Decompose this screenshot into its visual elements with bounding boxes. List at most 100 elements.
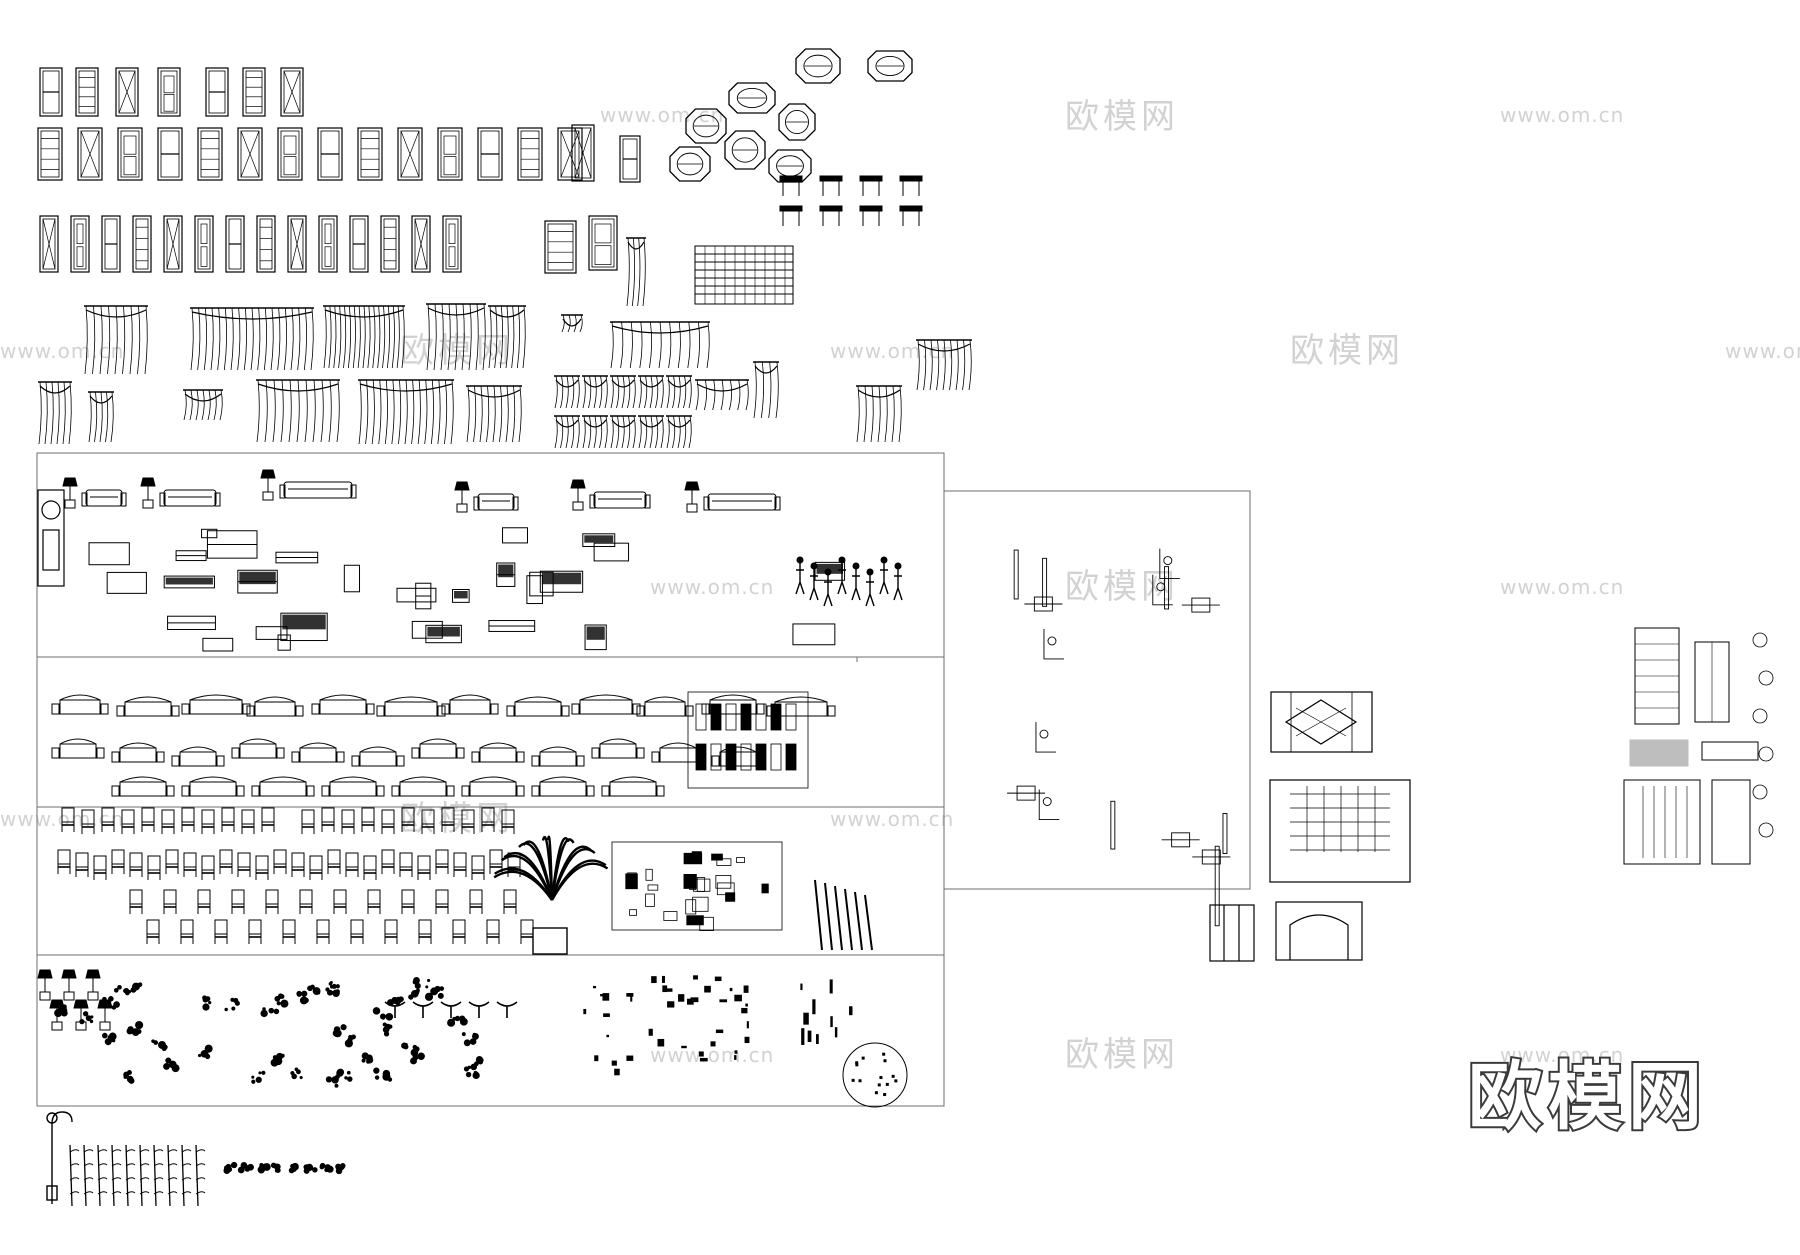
furniture-symbol [584, 624, 607, 651]
decorative-octagon-frames [669, 48, 923, 226]
lamp-symbol [684, 481, 700, 513]
lamp-symbol [85, 969, 101, 1001]
small-table-symbol [859, 205, 883, 226]
chair-symbol [435, 889, 449, 914]
detail-callout-circle [1752, 784, 1768, 800]
decor-plant-symbol [424, 985, 445, 1001]
chair-symbol [435, 849, 449, 874]
elevation-folding-screen [1209, 904, 1255, 962]
watermark-layer: www.om.cn 欧模网 www.om.cn www.om.cn 欧模网 ww… [0, 97, 1800, 1075]
animal-skull-symbol [496, 1001, 518, 1018]
detail-callout-circle [1758, 746, 1774, 762]
detail-section-symbol [1007, 785, 1046, 801]
door-symbol [132, 215, 152, 273]
chair-symbol [231, 889, 245, 914]
detail-section-symbol [1024, 596, 1063, 612]
door-symbol [225, 215, 245, 273]
decor-plant-symbol [101, 1032, 117, 1046]
small-ornament-symbol [734, 1050, 738, 1054]
watermark-url: www.om.cn [650, 1043, 774, 1067]
curtain-symbol [626, 237, 646, 307]
small-ornament-symbol [829, 979, 833, 994]
decor-plant-symbol [461, 1032, 479, 1047]
small-ornament-symbol [648, 1028, 653, 1036]
lamp-symbol [140, 477, 156, 509]
bed-symbol [51, 738, 105, 759]
furniture-symbol [343, 564, 361, 593]
decor-plant-symbol [79, 1011, 94, 1025]
chair-symbol [221, 807, 235, 832]
detail-section-symbol [1159, 548, 1180, 580]
chair-symbol [327, 849, 341, 874]
lamp-symbol [37, 969, 53, 1001]
chair-symbol [453, 852, 467, 877]
door-symbol [163, 215, 183, 273]
furniture-symbol [275, 551, 319, 564]
small-ornament-symbol [714, 976, 722, 982]
door-symbol [317, 127, 343, 181]
chair-symbol [333, 889, 347, 914]
chair-symbol [401, 807, 415, 832]
door-symbol [115, 67, 139, 117]
bed-symbol [51, 694, 109, 715]
furniture-symbol [502, 527, 528, 544]
small-ornament-symbol [592, 985, 597, 989]
chair-symbol [299, 889, 313, 914]
curtain-symbol [256, 379, 340, 443]
person-figure-symbol [795, 556, 805, 595]
chair-symbol [341, 809, 355, 834]
small-ornament-symbol [851, 1078, 855, 1082]
curtain-symbol [695, 379, 749, 411]
elevation-tv-wall [1270, 691, 1373, 753]
curtain-symbol [358, 379, 454, 445]
decor-plant-symbol [361, 1052, 374, 1064]
chair-symbol [452, 919, 466, 944]
detail-section-symbol [1038, 789, 1060, 820]
bed-symbol [391, 776, 455, 797]
large-palm-plant-symbol [493, 835, 609, 955]
decor-plant-symbol [386, 996, 404, 1007]
furniture-symbol [792, 623, 836, 646]
bed-symbol [531, 746, 585, 767]
curtain-symbol [183, 389, 223, 421]
small-ornament-symbol [715, 1029, 724, 1034]
animal-skull-symbol [384, 1001, 406, 1018]
small-ornament-symbol [874, 1091, 878, 1095]
chair-symbol [417, 855, 431, 880]
curtain-symbol [582, 415, 608, 449]
watermark-site: 欧模网 [1065, 567, 1179, 607]
cabinet-elevation [1623, 739, 1759, 865]
door-symbol [39, 215, 59, 273]
bed-symbol [116, 696, 180, 717]
construction-detail-symbols [1007, 548, 1231, 927]
chair-symbol [291, 852, 305, 877]
octagon-frame [795, 48, 841, 84]
chair-symbol [197, 889, 211, 914]
detail-panel-frame [943, 490, 1251, 890]
decor-plant-symbol [408, 988, 420, 1000]
furniture-symbol [452, 588, 470, 603]
small-ornament-symbol [882, 1052, 886, 1056]
cabinet-elevation-drawings [1623, 627, 1774, 865]
chair-symbol [363, 855, 377, 880]
detail-callout-circle [1758, 822, 1774, 838]
chair-symbol [381, 849, 395, 874]
small-table-symbol [819, 175, 843, 196]
bed-symbol [571, 694, 641, 715]
person-figure-symbol [837, 556, 847, 595]
door-symbol [101, 215, 121, 273]
detail-section-symbol [1222, 813, 1228, 855]
sofa-symbol [589, 491, 651, 509]
watermark-url: www.om.cn [830, 807, 954, 831]
furniture-symbol [201, 528, 218, 539]
curtain-symbol [610, 415, 636, 449]
trim-molding-symbol [854, 891, 863, 951]
door-symbol [442, 215, 462, 273]
bamboo-symbol [167, 1144, 178, 1207]
small-ornament-symbol [855, 1061, 859, 1065]
decor-plant-symbol [463, 1065, 480, 1080]
curtain-symbol [190, 307, 314, 371]
small-table-symbol [859, 175, 883, 196]
door-window-symbols [37, 67, 641, 274]
animal-skull-symbol [412, 1001, 434, 1018]
